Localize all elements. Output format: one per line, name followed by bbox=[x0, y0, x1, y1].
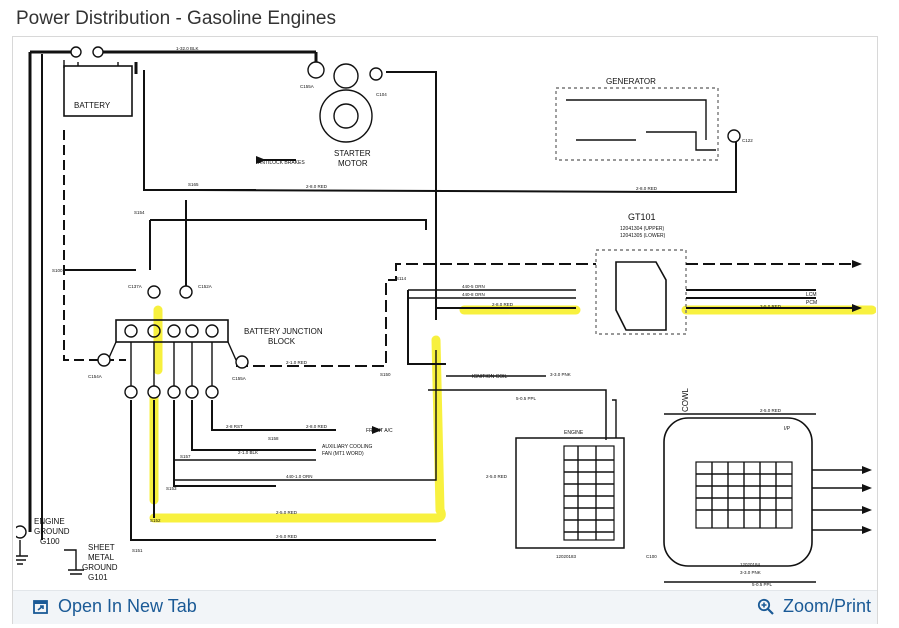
diagram-labels: BATTERY STARTER MOTOR GENERATOR GT101 12… bbox=[34, 46, 817, 587]
aux-fan-2: FAN (MT1 WORD) bbox=[322, 451, 364, 457]
wire-label: 5-0.5 PPL bbox=[752, 582, 773, 587]
engine-ground-3: G100 bbox=[40, 537, 60, 546]
gt101-label: GT101 bbox=[628, 212, 656, 222]
gt101-sub1: 12041304 (UPPER) bbox=[620, 226, 665, 232]
connector-12020183-label: 12020183 bbox=[556, 554, 577, 559]
zoom-in-icon bbox=[757, 598, 774, 615]
c154a-label: C154A bbox=[88, 374, 102, 379]
wire-label: 2-8.0 RED bbox=[636, 186, 658, 191]
s114-label: S114 bbox=[396, 276, 407, 281]
wire-label: 2-8.0 RED bbox=[306, 424, 328, 429]
engine-ground-2: GROUND bbox=[34, 527, 70, 536]
s151-label: S151 bbox=[132, 548, 143, 553]
wire-lines bbox=[16, 50, 866, 583]
sheet-metal-3: GROUND bbox=[82, 563, 118, 572]
wire-label: 3-3.0 PNK bbox=[550, 372, 571, 377]
starter-motor bbox=[319, 63, 373, 143]
motor-label: MOTOR bbox=[338, 159, 368, 168]
wire-label: 2-1.0 RED bbox=[286, 360, 308, 365]
cowl-label: COWL bbox=[681, 387, 690, 412]
front-ac-label: FRONT A/C bbox=[366, 428, 393, 434]
wire-label: 440-5 ORN bbox=[462, 284, 485, 289]
s154-label: S154 bbox=[134, 210, 145, 215]
arrow-heads bbox=[256, 156, 872, 534]
external-window-icon bbox=[33, 599, 48, 614]
aux-fan-1: AUXILIARY COOLING bbox=[322, 444, 372, 450]
wire-label: 1-32.0 BLK bbox=[176, 46, 199, 51]
c155a-label: C155A bbox=[300, 84, 314, 89]
terminal-lugs bbox=[16, 46, 741, 539]
c137a-label: C137A bbox=[128, 284, 142, 289]
wire-label: 440-1.0 ORN bbox=[286, 474, 313, 479]
action-bar bbox=[13, 590, 877, 624]
s153-label: S153 bbox=[166, 486, 177, 491]
bjb-label-2: BLOCK bbox=[268, 337, 296, 346]
open-in-new-tab-link[interactable]: Open In New Tab bbox=[32, 596, 197, 617]
wire-label: 2-5.0 RED bbox=[760, 408, 782, 413]
zoom-print-label: Zoom/Print bbox=[782, 596, 871, 616]
wire-label: 2-8 RST bbox=[226, 424, 243, 429]
wire-label: 3-3.0 PNK bbox=[740, 570, 761, 575]
c155a-2-label: C155A bbox=[232, 376, 246, 381]
pcm-label: PCM bbox=[806, 300, 817, 306]
ignition-coil-label: IGNITION COIL bbox=[472, 374, 508, 380]
s100-label: S100 bbox=[52, 268, 63, 273]
generator-label: GENERATOR bbox=[606, 77, 656, 86]
battery-label: BATTERY bbox=[74, 101, 111, 110]
wire-label: 2-1.0 BLK bbox=[238, 450, 258, 455]
ip-label: I/P bbox=[784, 426, 791, 432]
wire-label: 2-5.0 RED bbox=[276, 510, 298, 515]
wire-label: 440-8 ORN bbox=[462, 292, 485, 297]
c104-label: C104 bbox=[376, 92, 387, 97]
starter-label: STARTER bbox=[334, 149, 371, 158]
wiring-diagram: BATTERY STARTER MOTOR GENERATOR GT101 12… bbox=[16, 46, 876, 587]
s150-label: S150 bbox=[380, 372, 391, 377]
wire-label: 2-5.0 RED bbox=[276, 534, 298, 539]
antilock-label: ANTILOCK BRAKES bbox=[258, 160, 305, 166]
sheet-metal-2: METAL bbox=[88, 553, 115, 562]
lcm-label: LCM bbox=[806, 292, 817, 298]
c100-label: C100 bbox=[646, 554, 657, 559]
s152-label: S152 bbox=[150, 518, 161, 523]
gt101-sub2: 12041305 (LOWER) bbox=[620, 233, 666, 239]
engine-connector-label: ENGINE bbox=[564, 430, 584, 436]
page-title: Power Distribution - Gasoline Engines bbox=[16, 8, 336, 29]
s157-label: S157 bbox=[180, 454, 191, 459]
sheet-metal-1: SHEET bbox=[88, 543, 115, 552]
wire-label: 2-8.0 RED bbox=[306, 184, 328, 189]
sheet-metal-4: G101 bbox=[88, 573, 108, 582]
bjb-label-1: BATTERY JUNCTION bbox=[244, 327, 323, 336]
wire-label: 2-5.0 RED bbox=[760, 304, 782, 309]
open-in-new-tab-label: Open In New Tab bbox=[58, 596, 197, 616]
s158-label: S158 bbox=[268, 436, 279, 441]
s165-label: S165 bbox=[188, 182, 199, 187]
connector-12020184-label: 12020184 bbox=[740, 562, 761, 567]
c122-label: C122 bbox=[742, 138, 753, 143]
wire-label: 2-8.0 RED bbox=[492, 302, 514, 307]
wire-label: 5-0.5 PPL bbox=[516, 396, 537, 401]
engine-ground-1: ENGINE bbox=[34, 517, 65, 526]
wire-label: 2-5.0 RED bbox=[486, 474, 508, 479]
c152a-label: C152A bbox=[198, 284, 212, 289]
zoom-print-link[interactable]: Zoom/Print bbox=[757, 596, 871, 617]
